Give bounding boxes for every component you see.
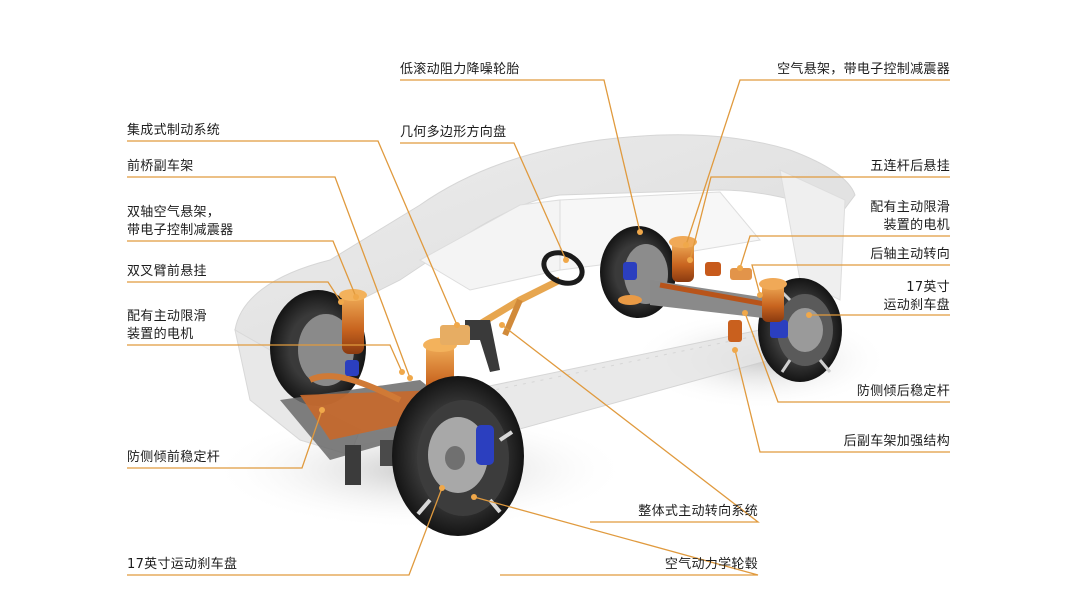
- leader-lines: [127, 79, 950, 576]
- label-front-brake-disc: 17英寸运动刹车盘: [127, 557, 238, 572]
- leader-dots: [319, 229, 812, 500]
- label-integrated-brake: 集成式制动系统: [127, 123, 221, 138]
- label-integral-active-steering: 整体式主动转向系统: [638, 504, 758, 519]
- label-polygon-steering-wheel: 几何多边形方向盘: [400, 125, 507, 140]
- label-rear-axle-steering: 后轴主动转向: [870, 247, 950, 262]
- label-front-motor-limited-slip: 配有主动限滑 装置的电机: [127, 309, 207, 342]
- label-rear-motor-limited-slip: 配有主动限滑 装置的电机: [870, 200, 950, 233]
- label-dual-axle-air-suspension: 双轴空气悬架， 带电子控制减震器: [127, 205, 234, 238]
- label-rear-anti-roll-bar: 防侧倾后稳定杆: [856, 384, 950, 399]
- label-aero-wheel: 空气动力学轮毂: [664, 557, 758, 572]
- label-front-anti-roll-bar: 防侧倾前稳定杆: [127, 450, 221, 465]
- label-rear-subframe-reinforcement: 后副车架加强结构: [843, 434, 950, 449]
- front-right-wheel: [392, 376, 524, 536]
- label-air-suspension-edc: 空气悬架，带电子控制减震器: [777, 62, 950, 77]
- rear-axle-assembly: [618, 236, 787, 342]
- label-rear-brake-disc: 17英寸 运动刹车盘: [883, 280, 950, 313]
- label-front-subframe: 前桥副车架: [127, 159, 194, 174]
- label-low-rolling-tire: 低滚动阻力降噪轮胎: [400, 62, 520, 77]
- label-five-link-rear: 五连杆后悬挂: [870, 159, 950, 174]
- label-double-wishbone-front: 双叉臂前悬挂: [127, 264, 207, 279]
